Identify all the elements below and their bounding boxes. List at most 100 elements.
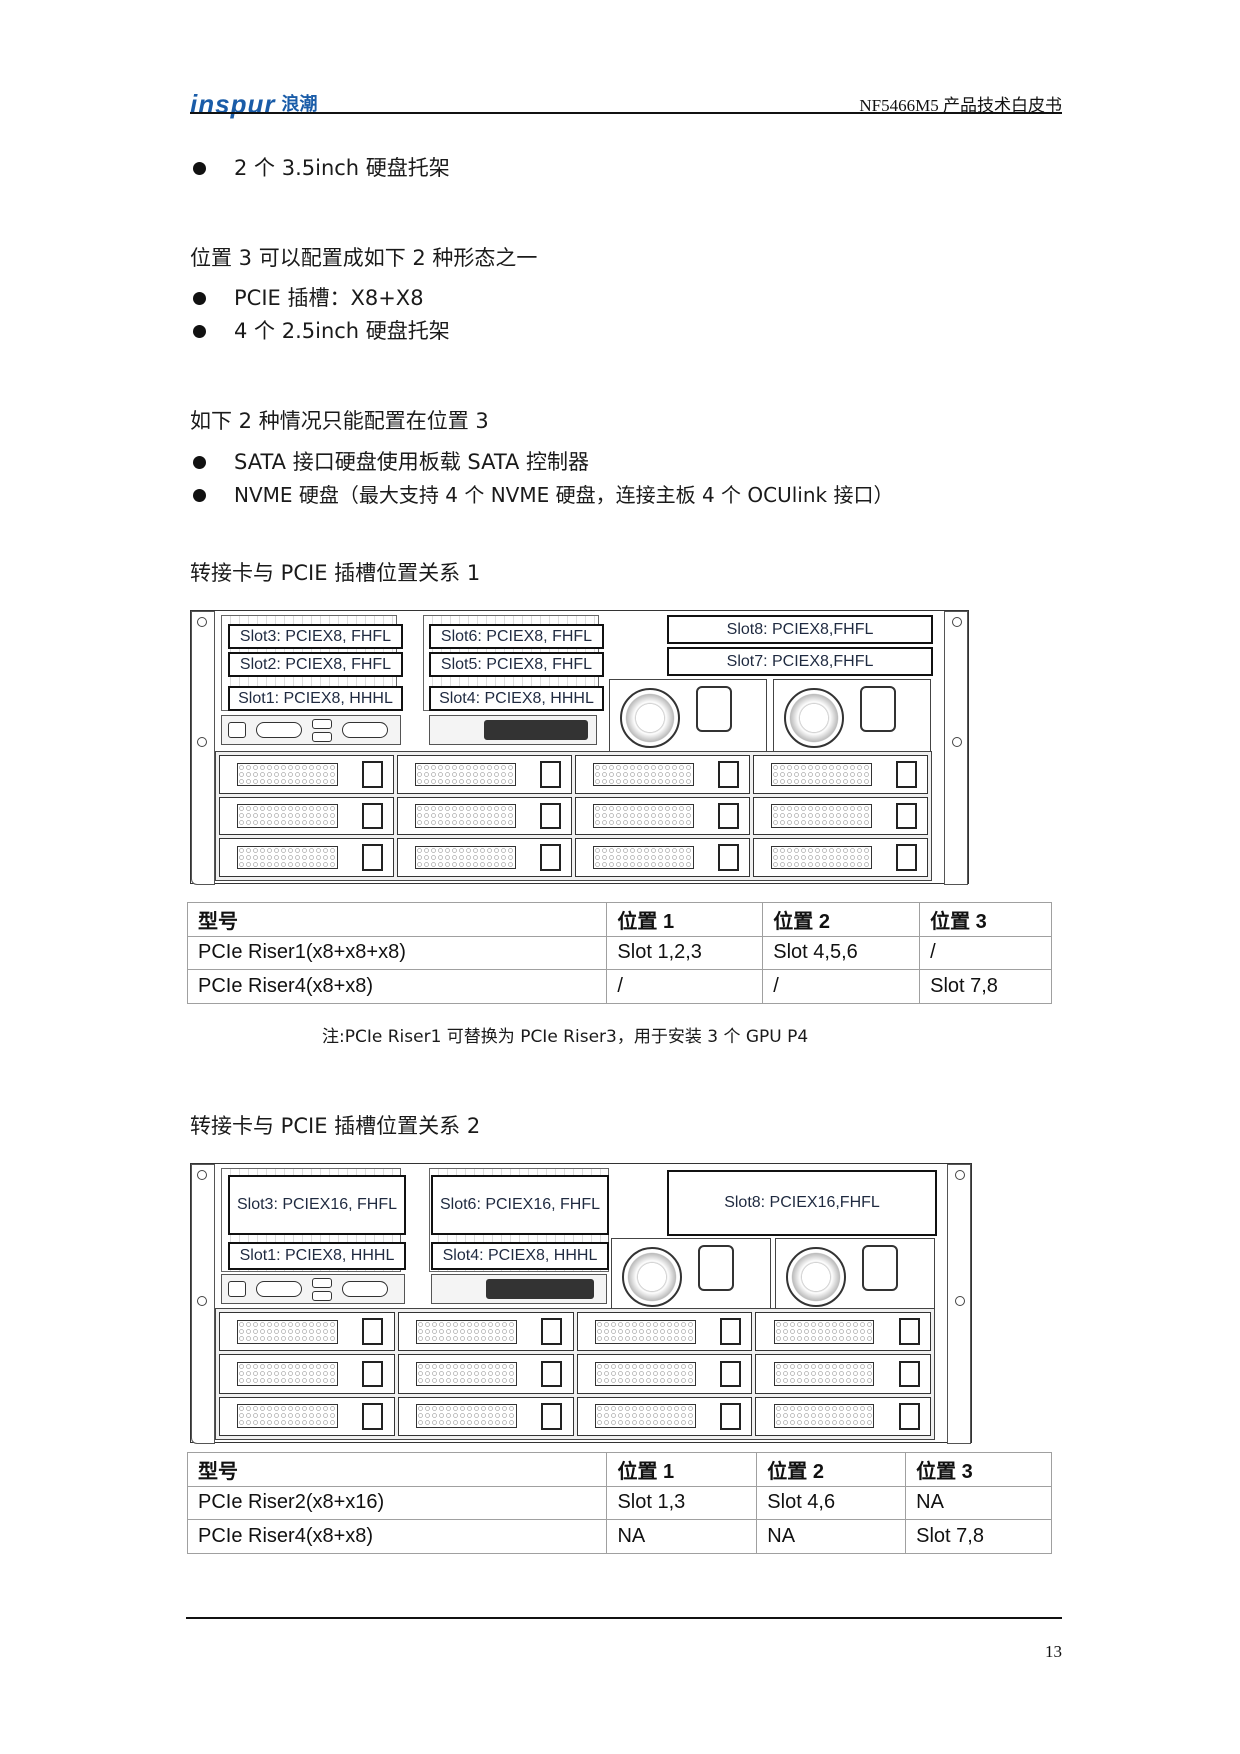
psu-2 bbox=[773, 679, 931, 761]
bullet-dot-icon bbox=[193, 291, 206, 305]
drive-bay[interactable] bbox=[755, 1354, 931, 1394]
screw-icon bbox=[197, 1296, 207, 1306]
slot1-label: Slot1: PCIEX8, HHHL bbox=[228, 1242, 406, 1270]
io-panel-left bbox=[221, 715, 401, 745]
riser-slot-table-2: 型号 位置 1 位置 2 位置 3 PCIe Riser2(x8+x16) Sl… bbox=[186, 1452, 1052, 1554]
table1-note: 注:PCIe Riser1 可替换为 PCIe Riser3，用于安装 3 个 … bbox=[322, 1027, 809, 1047]
screw-icon bbox=[197, 617, 207, 627]
header-cell: 型号 bbox=[186, 1452, 608, 1487]
document-title: NF5466M5 产品技术白皮书 bbox=[859, 96, 1062, 115]
drive-cage bbox=[215, 751, 932, 881]
table-cell: PCIe Riser4(x8+x8) bbox=[186, 1519, 608, 1554]
usb-port-icon bbox=[312, 719, 332, 729]
bullet-text: 4 个 2.5inch 硬盘托架 bbox=[234, 319, 450, 343]
slot7-label: Slot7: PCIEX8,FHFL bbox=[667, 647, 933, 676]
drive-bay[interactable] bbox=[575, 796, 750, 836]
io-panel-left bbox=[221, 1274, 405, 1304]
drive-bay[interactable] bbox=[575, 838, 750, 877]
psu-1 bbox=[611, 1238, 771, 1318]
drive-bay[interactable] bbox=[753, 838, 928, 877]
table-cell: Slot 4,6 bbox=[756, 1485, 907, 1520]
drive-bay[interactable] bbox=[755, 1396, 931, 1436]
drive-bay[interactable] bbox=[397, 1312, 574, 1352]
drive-bay[interactable] bbox=[219, 755, 394, 794]
drive-bay[interactable] bbox=[397, 755, 572, 794]
vga-port-icon bbox=[256, 1281, 302, 1297]
drive-bay[interactable] bbox=[219, 796, 394, 836]
power-socket-icon bbox=[698, 1245, 734, 1291]
bullet-item: 4 个 2.5inch 硬盘托架 bbox=[190, 317, 450, 345]
screw-icon bbox=[197, 1170, 207, 1180]
screw-icon bbox=[197, 737, 207, 747]
section-c-intro: 如下 2 种情况只能配置在位置 3 bbox=[190, 409, 489, 433]
power-socket-icon bbox=[860, 686, 896, 732]
slot3-label: Slot3: PCIEX8, FHFL bbox=[228, 624, 403, 649]
slot6-label: Slot6: PCIEX8, FHFL bbox=[429, 624, 604, 649]
header-cell: 位置 2 bbox=[762, 902, 921, 937]
bullet-item: PCIE 插槽：X8+X8 bbox=[190, 284, 424, 312]
usb-port-icon bbox=[312, 1278, 332, 1288]
header-cell: 位置 1 bbox=[606, 1452, 758, 1487]
page-number: 13 bbox=[1045, 1642, 1062, 1661]
table-cell: PCIe Riser4(x8+x8) bbox=[186, 969, 608, 1004]
bullet-text: SATA 接口硬盘使用板载 SATA 控制器 bbox=[234, 450, 590, 474]
slot6-label: Slot6: PCIEX16, FHFL bbox=[431, 1175, 609, 1235]
drive-bay[interactable] bbox=[397, 1354, 574, 1394]
usb-port-icon bbox=[312, 1291, 332, 1301]
drive-bay[interactable] bbox=[753, 796, 928, 836]
slot8-label: Slot8: PCIEX8,FHFL bbox=[667, 615, 933, 644]
ethernet-port-icon bbox=[228, 722, 246, 738]
table-cell: Slot 1,2,3 bbox=[606, 935, 764, 970]
table-cell: NA bbox=[905, 1485, 1052, 1520]
drive-bay[interactable] bbox=[219, 1396, 395, 1436]
drive-bay[interactable] bbox=[576, 1312, 753, 1352]
drive-bay[interactable] bbox=[219, 838, 394, 877]
usb-port-icon bbox=[312, 732, 332, 742]
drive-bay[interactable] bbox=[575, 755, 750, 794]
drive-bay[interactable] bbox=[397, 1396, 574, 1436]
server-rear-view-1: Slot3: PCIEX8, FHFL Slot2: PCIEX8, FHFL … bbox=[190, 610, 969, 885]
slot8-label: Slot8: PCIEX16,FHFL bbox=[667, 1170, 937, 1236]
drive-bay[interactable] bbox=[576, 1354, 753, 1394]
table-header-row: 型号 位置 1 位置 2 位置 3 bbox=[186, 1452, 1052, 1487]
fan-icon bbox=[786, 1247, 846, 1307]
table-row: PCIe Riser4(x8+x8) / / Slot 7,8 bbox=[186, 969, 1052, 1004]
psu-2 bbox=[775, 1238, 935, 1318]
bullet-text: 2 个 3.5inch 硬盘托架 bbox=[234, 156, 450, 180]
bullet-item: NVME 硬盘（最大支持 4 个 NVME 硬盘，连接主板 4 个 OCUlin… bbox=[190, 481, 893, 509]
header-cell: 型号 bbox=[186, 902, 608, 937]
drive-bay[interactable] bbox=[755, 1312, 931, 1352]
screw-icon bbox=[952, 617, 962, 627]
left-rack-ear bbox=[191, 611, 215, 885]
header-cell: 位置 3 bbox=[919, 902, 1052, 937]
table-cell: NA bbox=[606, 1519, 758, 1554]
bullet-text: PCIE 插槽：X8+X8 bbox=[234, 286, 424, 310]
table-cell: Slot 4,5,6 bbox=[762, 935, 921, 970]
drive-cage bbox=[215, 1308, 935, 1440]
slot4-label: Slot4: PCIEX8, HHHL bbox=[429, 686, 604, 711]
drive-bay[interactable] bbox=[576, 1396, 753, 1436]
bullet-text: NVME 硬盘（最大支持 4 个 NVME 硬盘，连接主板 4 个 OCUlin… bbox=[234, 483, 894, 507]
logo-chinese: 浪潮 bbox=[281, 94, 318, 115]
server-rear-view-2: Slot3: PCIEX16, FHFL Slot1: PCIEX8, HHHL… bbox=[190, 1163, 972, 1444]
table-row: PCIe Riser4(x8+x8) NA NA Slot 7,8 bbox=[186, 1519, 1052, 1554]
slot5-label: Slot5: PCIEX8, FHFL bbox=[429, 652, 604, 677]
table-row: PCIe Riser2(x8+x16) Slot 1,3 Slot 4,6 NA bbox=[186, 1485, 1052, 1520]
right-rack-ear bbox=[944, 611, 968, 885]
header-cell: 位置 2 bbox=[756, 1452, 907, 1487]
io-panel-middle bbox=[429, 715, 597, 745]
drive-bay[interactable] bbox=[219, 1354, 395, 1394]
vga-port-icon bbox=[256, 722, 302, 738]
drive-bay[interactable] bbox=[397, 796, 572, 836]
screw-icon bbox=[955, 1170, 965, 1180]
io-panel-middle bbox=[431, 1274, 607, 1304]
table-cell: / bbox=[762, 969, 921, 1004]
drive-bay[interactable] bbox=[753, 755, 928, 794]
slot4-label: Slot4: PCIEX8, HHHL bbox=[431, 1242, 609, 1270]
bullet-item: 2 个 3.5inch 硬盘托架 bbox=[190, 154, 450, 182]
figure1-caption: 转接卡与 PCIE 插槽位置关系 1 bbox=[190, 561, 481, 585]
drive-bay[interactable] bbox=[219, 1312, 395, 1352]
header-cell: 位置 3 bbox=[905, 1452, 1052, 1487]
fan-icon bbox=[620, 688, 680, 748]
drive-bay[interactable] bbox=[397, 838, 572, 877]
